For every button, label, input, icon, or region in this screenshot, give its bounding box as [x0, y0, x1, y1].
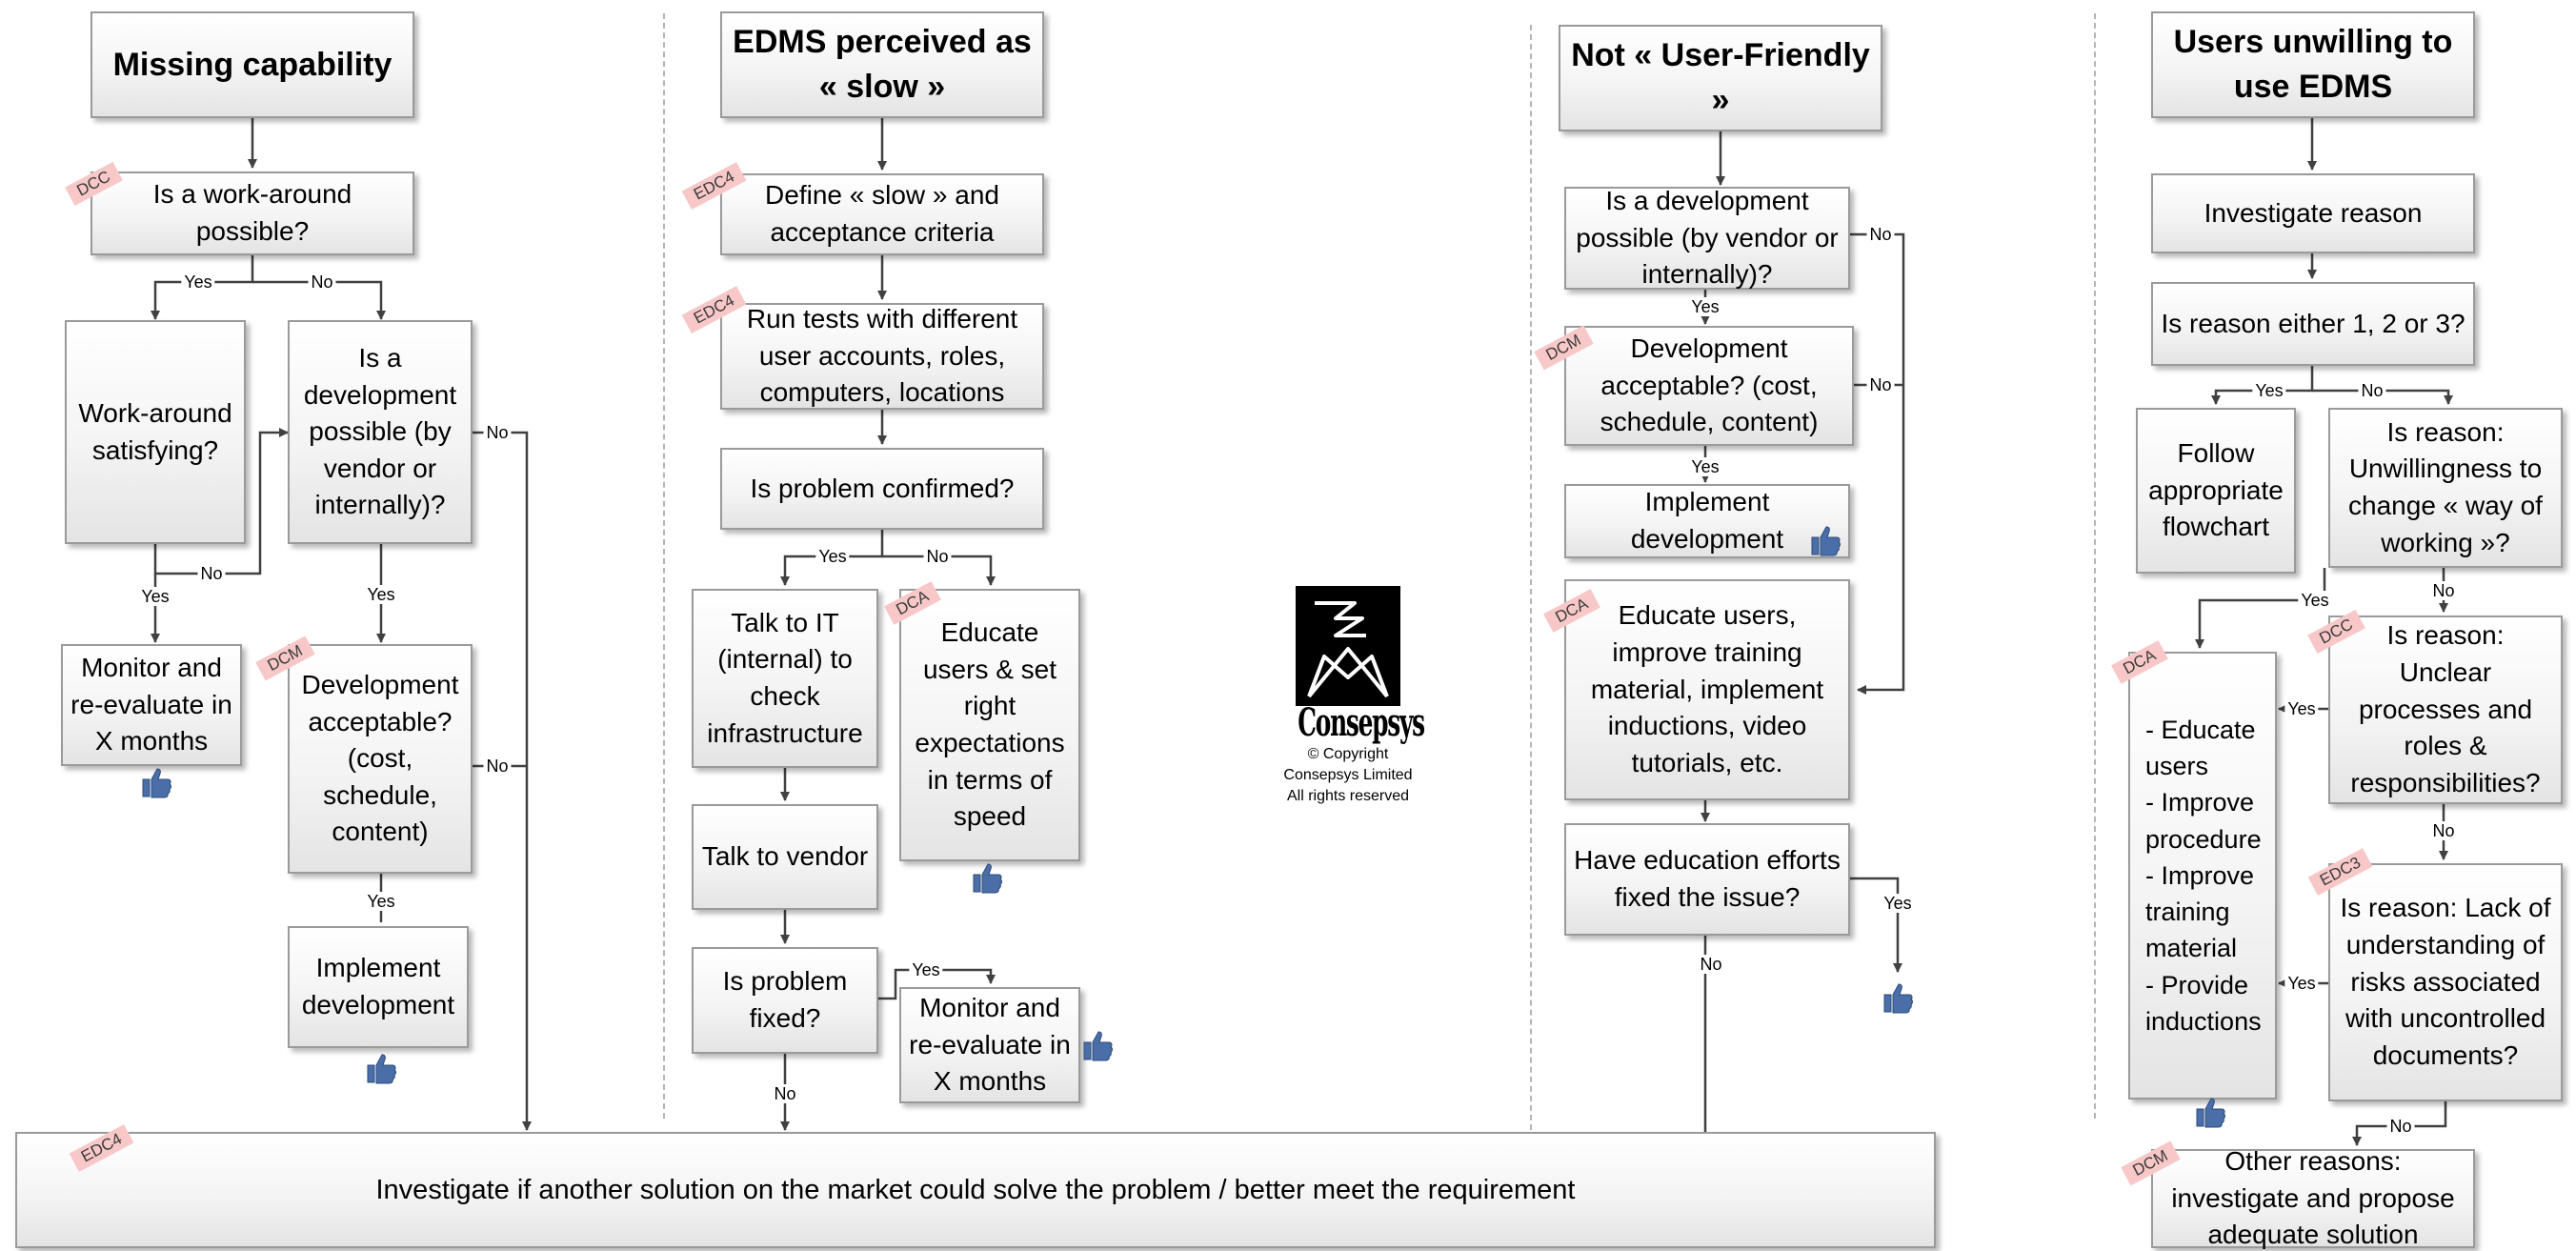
development-possible-decision: Is a development possible (by vendor or … — [288, 320, 473, 544]
no-label: No — [923, 547, 952, 566]
talk-to-vendor-step: Talk to vendor — [692, 804, 878, 910]
investigate-alternative-solution-step: Investigate if another solution on the m… — [15, 1132, 1936, 1248]
yes-label: Yes — [181, 272, 215, 292]
action-provide-inductions: - Provide inductions — [2145, 970, 2262, 1037]
educate-users-speed-step: Educate users & set right expectations i… — [899, 589, 1080, 861]
remedial-actions-list: - Educate users - Improve procedure - Im… — [2128, 652, 2277, 1100]
development-acceptable-decision: Development acceptable? (cost, schedule,… — [1564, 326, 1854, 446]
development-possible-decision: Is a development possible (by vendor or … — [1564, 186, 1850, 290]
run-tests-step: Run tests with different user accounts, … — [720, 303, 1044, 410]
no-label: No — [771, 1084, 799, 1103]
yes-label: Yes — [364, 892, 398, 911]
talk-to-it-step: Talk to IT (internal) to check infrastru… — [692, 589, 878, 768]
no-label: No — [2358, 381, 2386, 400]
company-text: Consepsys Limited — [1283, 767, 1413, 783]
yes-label: Yes — [1688, 297, 1722, 316]
no-label: No — [308, 272, 336, 292]
no-label: No — [483, 757, 512, 776]
yes-label: Yes — [2298, 591, 2332, 610]
reason-123-decision: Is reason either 1, 2 or 3? — [2151, 282, 2475, 366]
no-label: No — [1697, 955, 1725, 974]
thumbs-up-icon — [1883, 983, 1913, 1014]
yes-label: Yes — [2284, 699, 2319, 718]
implement-development-step: Implement development — [288, 926, 469, 1048]
action-improve-training: - Improve training material — [2145, 860, 2255, 963]
workaround-satisfying-decision: Work-around satisfying? — [65, 320, 246, 544]
workaround-possible-decision: Is a work-around possible? — [91, 172, 414, 255]
thumbs-up-icon — [1811, 526, 1841, 556]
action-educate-users: - Educate users — [2145, 715, 2256, 780]
other-reasons-step: Other reasons: investigate and propose a… — [2151, 1146, 2475, 1249]
monitor-reevaluate-step: Monitor and re-evaluate in X months — [61, 644, 242, 766]
thumbs-up-icon — [2196, 1098, 2225, 1128]
column-divider — [663, 13, 665, 1119]
yes-label: Yes — [1881, 894, 1915, 913]
action-improve-procedure: - Improve procedure — [2145, 788, 2262, 854]
no-label: No — [197, 564, 226, 583]
investigate-reason-step: Investigate reason — [2151, 173, 2475, 253]
column-divider — [2094, 13, 2096, 1119]
education-fixed-decision: Have education efforts fixed the issue? — [1564, 823, 1850, 936]
problem-confirmed-decision: Is problem confirmed? — [720, 448, 1044, 530]
consepsys-logo-icon — [1296, 586, 1400, 706]
define-slow-step: Define « slow » and acceptance criteria — [720, 173, 1044, 255]
edms-slow-title: EDMS perceived as « slow » — [720, 11, 1044, 118]
monitor-reevaluate-step: Monitor and re-evaluate in X months — [899, 987, 1080, 1103]
follow-flowchart-step: Follow appropriate flowchart — [2136, 408, 2296, 574]
lack-understanding-risks-decision: Is reason: Lack of understanding of risk… — [2328, 863, 2563, 1101]
thumbs-up-icon — [367, 1054, 396, 1084]
no-label: No — [1866, 225, 1895, 244]
unclear-processes-decision: Is reason: Unclear processes and roles &… — [2328, 615, 2563, 804]
educate-users-step: Educate users, improve training material… — [1564, 579, 1850, 800]
yes-label: Yes — [364, 585, 398, 604]
no-label: No — [2386, 1117, 2415, 1136]
no-label: No — [483, 423, 512, 442]
logo-wordmark: Consepsys — [1298, 700, 1425, 745]
no-label: No — [1866, 375, 1895, 394]
users-unwilling-title: Users unwilling to use EDMS — [2151, 11, 2475, 118]
column-divider — [1530, 25, 1532, 1130]
copyright-text: © Copyright — [1307, 746, 1389, 762]
yes-label: Yes — [1688, 457, 1722, 476]
not-user-friendly-title: Not « User-Friendly » — [1559, 25, 1882, 131]
yes-label: Yes — [2284, 974, 2319, 993]
problem-fixed-decision: Is problem fixed? — [692, 947, 878, 1054]
no-label: No — [2429, 821, 2458, 840]
yes-label: Yes — [138, 587, 172, 606]
missing-capability-title: Missing capability — [91, 11, 414, 118]
consepsys-logo: Consepsys © Copyright Consepsys Limited … — [1267, 586, 1429, 807]
rights-text: All rights reserved — [1286, 788, 1410, 804]
thumbs-up-icon — [973, 863, 1002, 894]
development-acceptable-decision: Development acceptable? (cost, schedule,… — [288, 644, 473, 874]
yes-label: Yes — [815, 547, 850, 566]
implement-development-step: Implement development — [1564, 484, 1850, 558]
thumbs-up-icon — [1083, 1031, 1113, 1061]
thumbs-up-icon — [142, 768, 171, 798]
yes-label: Yes — [909, 960, 943, 979]
yes-label: Yes — [2252, 381, 2286, 400]
unwillingness-change-decision: Is reason: Unwillingness to change « way… — [2328, 408, 2563, 568]
no-label: No — [2429, 581, 2458, 600]
